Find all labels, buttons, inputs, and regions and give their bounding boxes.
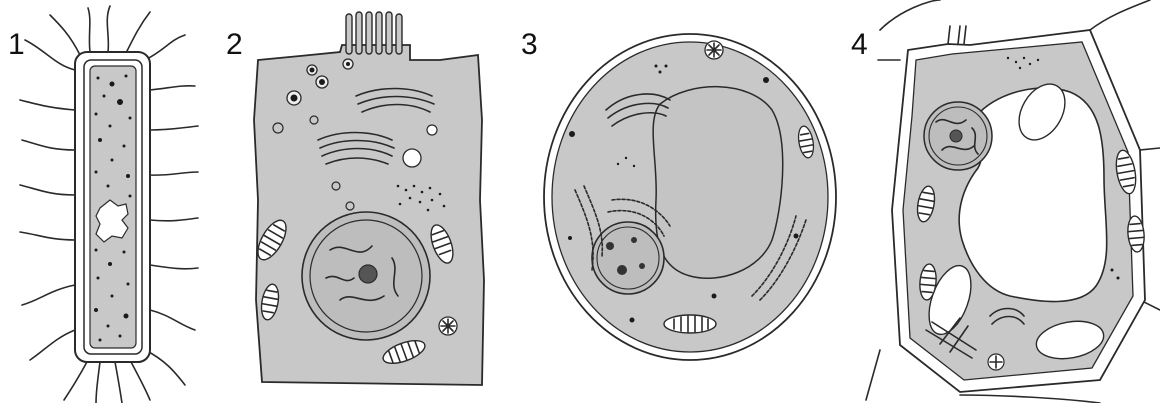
plasmodesmata	[948, 26, 966, 44]
nucleus	[302, 212, 430, 340]
nucleus-3	[592, 222, 664, 294]
peroxisome-3	[705, 41, 723, 59]
fungal-cell	[544, 34, 836, 360]
vacuole-3	[653, 87, 783, 279]
nucleus-4	[924, 102, 992, 170]
bacterium-cell	[20, 6, 198, 403]
animal-cell	[252, 12, 484, 385]
centriole	[439, 317, 457, 335]
nucleolus	[359, 265, 377, 283]
plant-cell	[866, 0, 1160, 403]
